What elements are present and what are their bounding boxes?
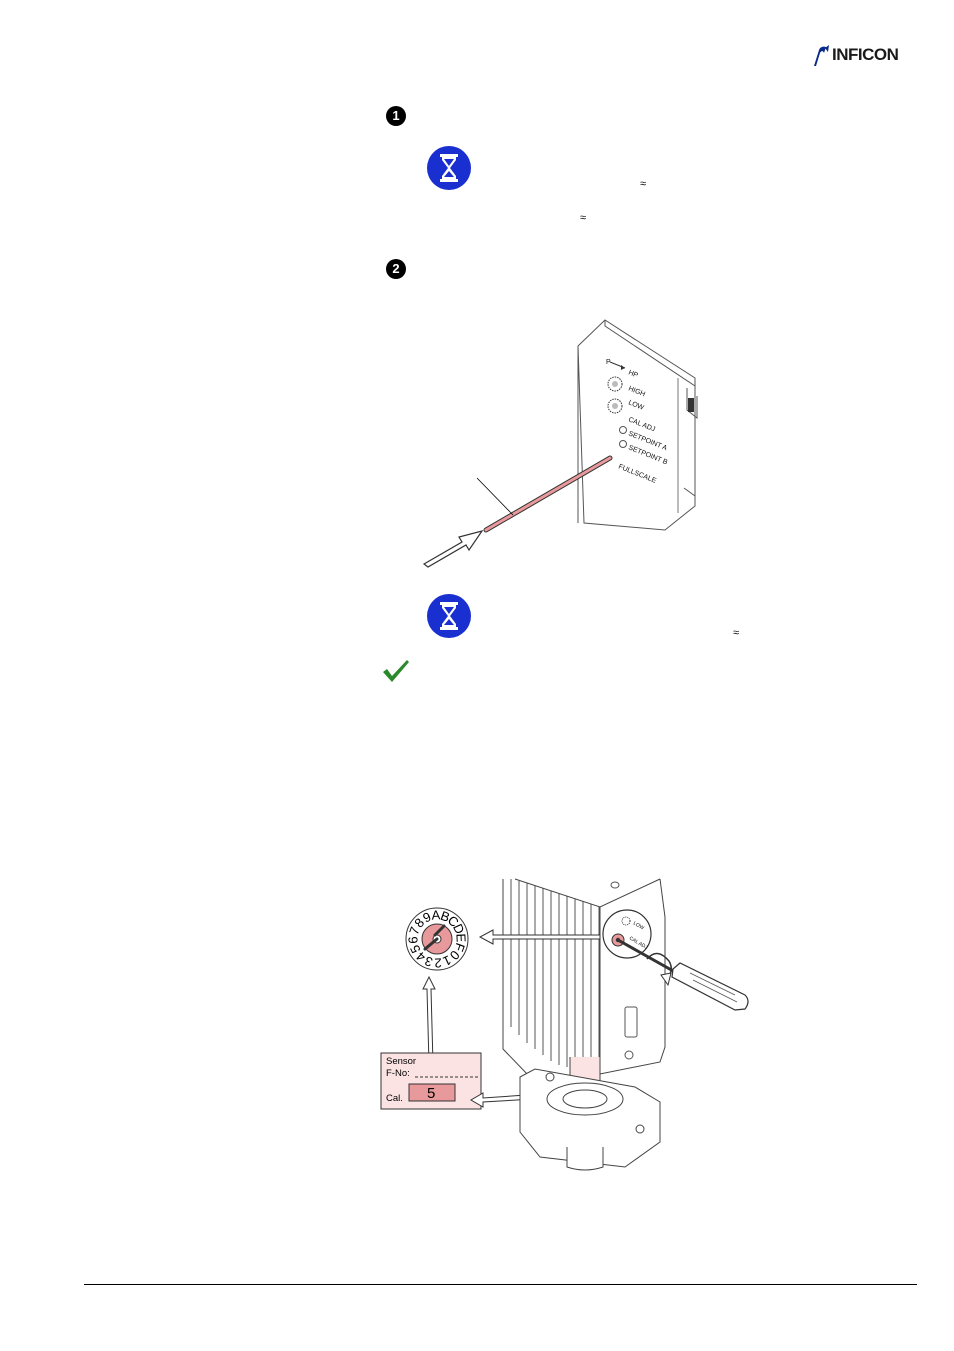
footer-rule <box>84 1284 917 1285</box>
svg-text:LOW: LOW <box>632 921 645 932</box>
inficon-logo-mark-icon <box>814 45 829 66</box>
label-sensor: Sensor <box>386 1056 416 1067</box>
dial-char: A <box>431 907 441 922</box>
dial-char: 7 <box>406 925 423 937</box>
logo-text: INFICON <box>832 45 899 64</box>
zoom-circle <box>602 909 652 959</box>
approx-symbol: ≈ <box>640 178 647 190</box>
arrow-to-dial-icon <box>478 929 601 945</box>
push-arrow-icon <box>422 530 484 568</box>
step-1-marker: 1 <box>386 106 406 126</box>
dial-char: 6 <box>405 936 420 944</box>
step-2-marker: 2 <box>386 259 406 279</box>
cal-adj-hole <box>619 426 627 434</box>
approx-symbol: ≈ <box>733 627 740 639</box>
leader-line <box>476 477 514 516</box>
cooling-fins <box>510 879 600 1069</box>
label-cal-value: 5 <box>427 1085 435 1102</box>
dial-char: 2 <box>434 955 442 970</box>
pin <box>484 456 612 532</box>
setpoint-a-hole <box>619 440 627 448</box>
label-cal: Cal. <box>386 1093 403 1104</box>
rotary-switch-icon <box>607 398 623 414</box>
panel-label-p: P <box>606 359 611 366</box>
hourglass-icon <box>427 594 471 638</box>
inficon-logo: INFICON <box>812 44 916 68</box>
sensor-label-card: Sensor F-No: Cal. 5 <box>380 1052 482 1110</box>
rotary-switch-icon <box>607 376 623 392</box>
label-fno: F-No: <box>386 1068 410 1079</box>
checkmark-icon <box>383 660 409 682</box>
screwdriver-icon <box>671 962 749 1011</box>
panel-label-hp: HP <box>627 369 639 379</box>
dial-char: E <box>453 933 468 943</box>
approx-symbol: ≈ <box>580 212 587 224</box>
gauge-panel-figure: P HP HIGH LOW CAL ADJ SETPOINT A SETPOIN… <box>422 319 698 568</box>
dial-char: 3 <box>423 953 435 970</box>
hourglass-icon <box>427 146 471 190</box>
